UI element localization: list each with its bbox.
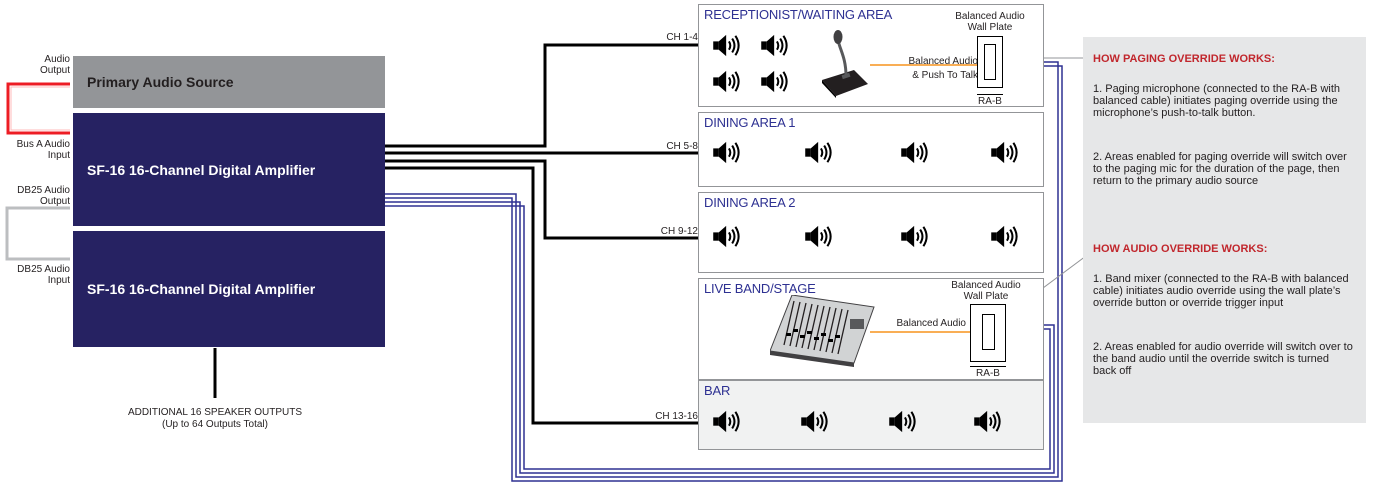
- channel-label: CH 5-8: [666, 141, 698, 152]
- primary-audio-source: Primary Audio Source: [73, 56, 385, 108]
- audio-step-1: 1. Band mixer (connected to the RA-B wit…: [1093, 273, 1349, 309]
- primary-audio-source-label: Primary Audio Source: [87, 74, 234, 90]
- orange-cable-reception: [870, 64, 985, 66]
- area-bar: BAR: [698, 380, 1044, 450]
- speaker-icon: [900, 225, 928, 249]
- area-dining-1: DINING AREA 1: [698, 112, 1044, 187]
- area-title: DINING AREA 1: [704, 115, 796, 130]
- paging-step-2: 2. Areas enabled for paging override wil…: [1093, 151, 1347, 187]
- channel-label: CH 13-16: [655, 411, 698, 422]
- reception-wall-plate: [977, 36, 1003, 88]
- amplifier-2-label: SF-16 16-Channel Digital Amplifier: [87, 281, 316, 297]
- amplifier-1-label: SF-16 16-Channel Digital Amplifier: [87, 161, 316, 178]
- area-title: DINING AREA 2: [704, 195, 796, 210]
- area-title: RECEPTIONIST/WAITING AREA: [704, 7, 893, 22]
- paging-step-1: 1. Paging microphone (connected to the R…: [1093, 83, 1341, 119]
- expansion-note: ADDITIONAL 16 SPEAKER OUTPUTS(Up to 64 O…: [127, 407, 303, 430]
- amplifier-1: SF-16 16-Channel Digital Amplifier: [73, 113, 385, 226]
- blue-line-stage: [385, 201, 1055, 474]
- stage-device-label: RA-B: [970, 366, 1006, 379]
- speaker-icon: [800, 410, 828, 434]
- orange-cable-stage: [870, 331, 985, 333]
- amplifier-2: SF-16 16-Channel Digital Amplifier: [73, 231, 385, 347]
- speaker-icon: [990, 225, 1018, 249]
- speaker-icon: [712, 34, 740, 58]
- wire-ch9-12: [385, 159, 710, 240]
- speaker-icon: [973, 410, 1001, 434]
- band-mixer-icon: [770, 295, 875, 367]
- speaker-icon: [712, 141, 740, 165]
- speaker-icon: [712, 410, 740, 434]
- speaker-icon: [804, 225, 832, 249]
- blue-line-reception: [385, 61, 1059, 478]
- reception-cable-label: Balanced Audio & Push To Talk: [908, 56, 978, 81]
- area-title: LIVE BAND/STAGE: [704, 281, 816, 296]
- stage-cable-label: Balanced Audio: [896, 318, 966, 329]
- speaker-icon: [712, 225, 740, 249]
- speaker-icon: [760, 70, 788, 94]
- stage-wall-plate: [970, 304, 1006, 362]
- speaker-icon: [888, 410, 916, 434]
- override-explanation-panel: HOW PAGING OVERRIDE WORKS: 1. Paging mic…: [1083, 37, 1366, 423]
- speaker-icon: [804, 141, 832, 165]
- speaker-icon: [990, 141, 1018, 165]
- audio-heading: HOW AUDIO OVERRIDE WORKS:: [1093, 243, 1268, 255]
- paging-heading: HOW PAGING OVERRIDE WORKS:: [1093, 53, 1275, 65]
- wire-ch1-4: [385, 43, 710, 148]
- channel-label: CH 9-12: [660, 226, 698, 237]
- area-dining-2: DINING AREA 2: [698, 192, 1044, 273]
- db25-gray-loop: [5, 206, 70, 261]
- reception-device-label: RA-B: [977, 94, 1003, 107]
- channel-label: CH 1-4: [666, 32, 698, 43]
- audio-step-2: 2. Areas enabled for audio override will…: [1093, 341, 1353, 377]
- area-title: BAR: [704, 383, 731, 398]
- paging-microphone-icon: [822, 30, 868, 98]
- wire-ch13-16: [385, 166, 710, 425]
- speaker-icon: [760, 34, 788, 58]
- speaker-icon: [712, 70, 740, 94]
- bus-a-red-loop: [6, 82, 70, 135]
- speaker-icon: [900, 141, 928, 165]
